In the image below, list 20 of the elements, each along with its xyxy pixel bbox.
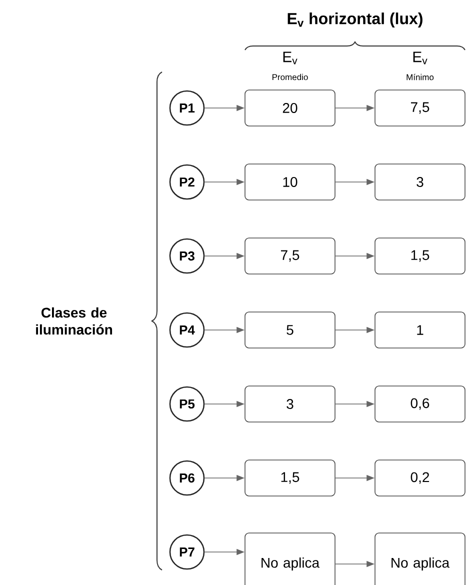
value-box: No aplica	[374, 532, 466, 585]
title: E$_{v}$ horizontal (lux)	[288, 12, 422, 28]
value-box: 7,5	[374, 90, 466, 126]
value-box: 3	[244, 386, 336, 422]
value-box: 0,6	[374, 386, 466, 422]
column-header: E$_{v}$	[413, 52, 428, 64]
value-box: 1,5	[244, 460, 336, 496]
value-box: 1	[374, 312, 466, 348]
column-subheader: Mínimo	[406, 74, 434, 80]
value-box: 7,5	[244, 238, 336, 274]
group-label: Clases de iluminación	[36, 307, 112, 335]
value-box: 10	[244, 164, 336, 200]
value-box: 5	[244, 312, 336, 348]
value-box: 3	[374, 164, 466, 200]
value-box: No aplica	[244, 532, 336, 585]
column-header: E$_{v}$	[283, 52, 298, 64]
value-box: 1,5	[374, 238, 466, 274]
value-box: 0,2	[374, 460, 466, 496]
value-box: 20	[244, 90, 336, 126]
column-subheader: Promedio	[272, 74, 308, 80]
